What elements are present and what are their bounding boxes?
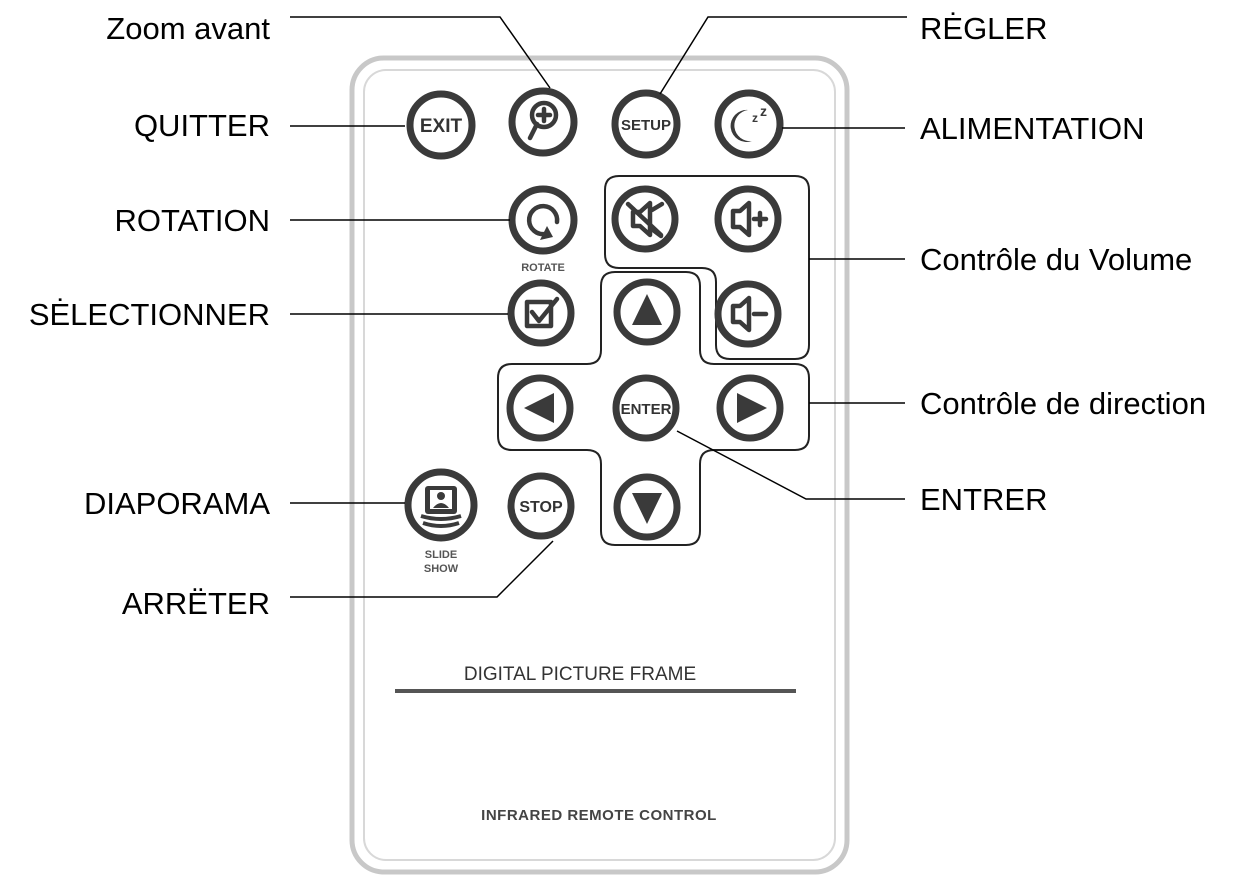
volume-group-outline xyxy=(604,175,810,360)
callout-volume: Contrôle du Volume xyxy=(920,242,1192,277)
speaker-mute-icon xyxy=(625,200,665,239)
callout-enter: ENTRER xyxy=(920,482,1047,517)
callout-direction: Contrôle de direction xyxy=(920,386,1206,421)
zoom-in-button[interactable] xyxy=(508,87,578,157)
svg-text:z: z xyxy=(760,103,767,119)
slideshow-button[interactable]: SLIDE SHOW xyxy=(404,468,478,575)
callout-stop: ARRËTER xyxy=(122,586,270,621)
product-title: DIGITAL PICTURE FRAME xyxy=(464,664,696,685)
triangle-left-icon xyxy=(524,393,554,423)
checkbox-icon xyxy=(524,296,560,329)
moon-sleep-icon: z z xyxy=(730,103,767,142)
rotate-caption: ROTATE xyxy=(521,262,565,274)
stop-button[interactable]: STOP xyxy=(507,472,575,540)
stop-button-label: STOP xyxy=(519,499,563,516)
left-button[interactable] xyxy=(506,374,574,442)
rotate-arrow-icon xyxy=(526,203,560,240)
callout-exit: QUITTER xyxy=(134,108,270,143)
callout-rotation: ROTATION xyxy=(114,203,270,238)
callout-zoom-in: Zoom avant xyxy=(106,11,270,46)
svg-text:z: z xyxy=(752,111,758,125)
right-button[interactable] xyxy=(716,374,784,442)
leader-lines xyxy=(290,16,907,598)
callout-setup: RĖGLER xyxy=(920,11,1047,46)
down-button[interactable] xyxy=(613,473,681,541)
rotate-button[interactable]: ROTATE xyxy=(508,185,578,274)
callout-slideshow: DIAPORAMA xyxy=(84,486,270,521)
picture-stack-icon xyxy=(420,486,462,528)
magnifier-plus-icon xyxy=(527,100,559,141)
triangle-down-icon xyxy=(632,493,662,524)
enter-button-label: ENTER xyxy=(621,401,672,418)
setup-button-label: SETUP xyxy=(621,117,671,134)
volume-down-button[interactable] xyxy=(714,280,782,348)
volume-up-button[interactable] xyxy=(714,185,782,253)
speaker-minus-icon xyxy=(730,295,769,333)
speaker-plus-icon xyxy=(730,200,769,238)
callout-power: ALIMENTATION xyxy=(920,111,1144,146)
remote-body xyxy=(349,55,850,875)
setup-button[interactable]: SETUP xyxy=(611,89,681,159)
exit-button[interactable]: EXIT xyxy=(406,90,476,160)
select-button[interactable] xyxy=(507,279,575,347)
remote-footer: INFRARED REMOTE CONTROL xyxy=(481,807,717,824)
mute-button[interactable] xyxy=(611,185,679,253)
direction-group-outline xyxy=(497,271,810,546)
power-button[interactable]: z z xyxy=(714,89,784,159)
slideshow-caption-line1: SLIDE xyxy=(425,549,457,561)
exit-button-label: EXIT xyxy=(420,116,463,137)
callout-labels: Zoom avant RĖGLER QUITTER ALIMENTATION R… xyxy=(29,11,1206,621)
enter-button[interactable]: ENTER xyxy=(612,374,680,442)
triangle-up-icon xyxy=(632,294,662,325)
triangle-right-icon xyxy=(737,393,767,423)
up-button[interactable] xyxy=(613,278,681,346)
slideshow-caption-line2: SHOW xyxy=(424,563,459,575)
callout-select: SĖLECTIONNER xyxy=(29,297,270,332)
